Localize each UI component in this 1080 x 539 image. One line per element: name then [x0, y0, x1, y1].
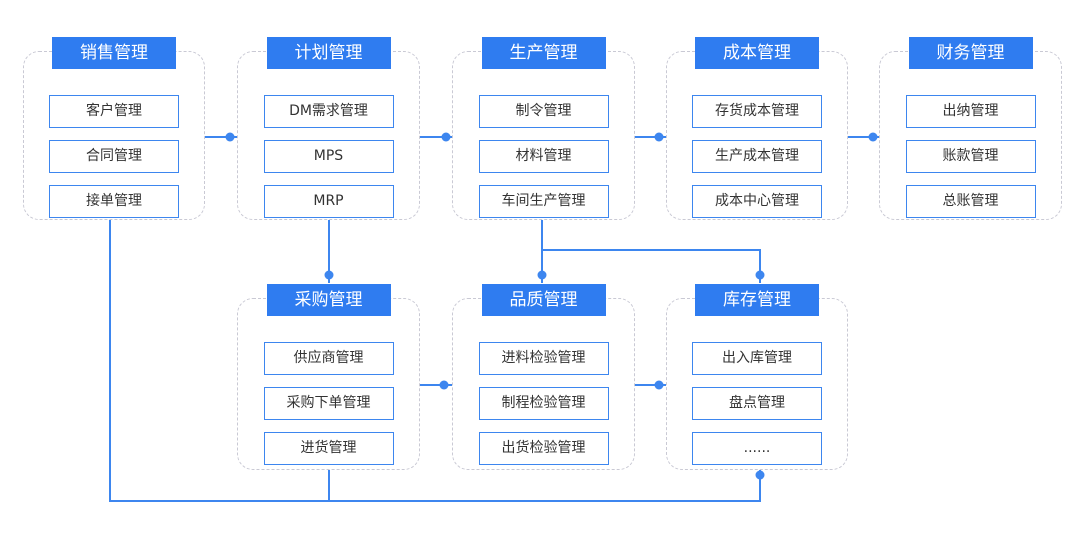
- module-title[interactable]: 销售管理: [52, 37, 176, 69]
- sub-item[interactable]: 生产成本管理: [692, 140, 822, 173]
- link-sales-purchase-inventory: [109, 220, 761, 502]
- sub-item[interactable]: 材料管理: [478, 140, 609, 173]
- module-title[interactable]: 品质管理: [481, 284, 606, 316]
- sub-item[interactable]: 制令管理: [478, 95, 609, 128]
- connector-dot: [654, 132, 664, 142]
- sub-item[interactable]: 接单管理: [49, 185, 179, 218]
- sub-item[interactable]: 客户管理: [49, 95, 179, 128]
- sub-item[interactable]: 总账管理: [905, 185, 1036, 218]
- module-plan: 计划管理 DM需求管理 MPS MRP: [237, 37, 420, 220]
- connector-dot: [537, 270, 547, 280]
- connector-dot: [868, 132, 878, 142]
- sub-item[interactable]: 出纳管理: [905, 95, 1036, 128]
- sub-item[interactable]: 进料检验管理: [478, 342, 609, 375]
- connector-dot: [441, 132, 451, 142]
- module-sales: 销售管理 客户管理 合同管理 接单管理: [23, 37, 205, 220]
- sub-item[interactable]: 出货检验管理: [478, 432, 609, 465]
- connector-dot: [439, 380, 449, 390]
- module-title[interactable]: 生产管理: [481, 37, 606, 69]
- module-production: 生产管理 制令管理 材料管理 车间生产管理: [452, 37, 635, 220]
- module-title[interactable]: 库存管理: [695, 284, 819, 316]
- module-title[interactable]: 计划管理: [266, 37, 391, 69]
- connector-dot: [755, 270, 765, 280]
- module-inventory: 库存管理 出入库管理 盘点管理 ......: [666, 284, 848, 470]
- module-title[interactable]: 财务管理: [908, 37, 1033, 69]
- connector-dot: [654, 380, 664, 390]
- sub-item[interactable]: 存货成本管理: [692, 95, 822, 128]
- sub-item[interactable]: 合同管理: [49, 140, 179, 173]
- sub-item[interactable]: 进货管理: [263, 432, 394, 465]
- sub-item[interactable]: MPS: [263, 140, 394, 173]
- sub-item[interactable]: 制程检验管理: [478, 387, 609, 420]
- sub-item[interactable]: 账款管理: [905, 140, 1036, 173]
- connector-dot: [324, 270, 334, 280]
- sub-item[interactable]: 供应商管理: [263, 342, 394, 375]
- module-finance: 财务管理 出纳管理 账款管理 总账管理: [879, 37, 1062, 220]
- module-title[interactable]: 采购管理: [266, 284, 391, 316]
- module-title[interactable]: 成本管理: [695, 37, 819, 69]
- connector-dot: [755, 470, 765, 480]
- connector-dot: [225, 132, 235, 142]
- sub-item[interactable]: 成本中心管理: [692, 185, 822, 218]
- link-production-quality-inventory: [541, 220, 761, 283]
- sub-item[interactable]: MRP: [263, 185, 394, 218]
- module-cost: 成本管理 存货成本管理 生产成本管理 成本中心管理: [666, 37, 848, 220]
- sub-item[interactable]: 出入库管理: [692, 342, 822, 375]
- module-purchase: 采购管理 供应商管理 采购下单管理 进货管理: [237, 284, 420, 470]
- module-quality: 品质管理 进料检验管理 制程检验管理 出货检验管理: [452, 284, 635, 470]
- sub-item[interactable]: 车间生产管理: [478, 185, 609, 218]
- sub-item[interactable]: 采购下单管理: [263, 387, 394, 420]
- sub-item[interactable]: 盘点管理: [692, 387, 822, 420]
- sub-item[interactable]: DM需求管理: [263, 95, 394, 128]
- sub-item[interactable]: ......: [692, 432, 822, 465]
